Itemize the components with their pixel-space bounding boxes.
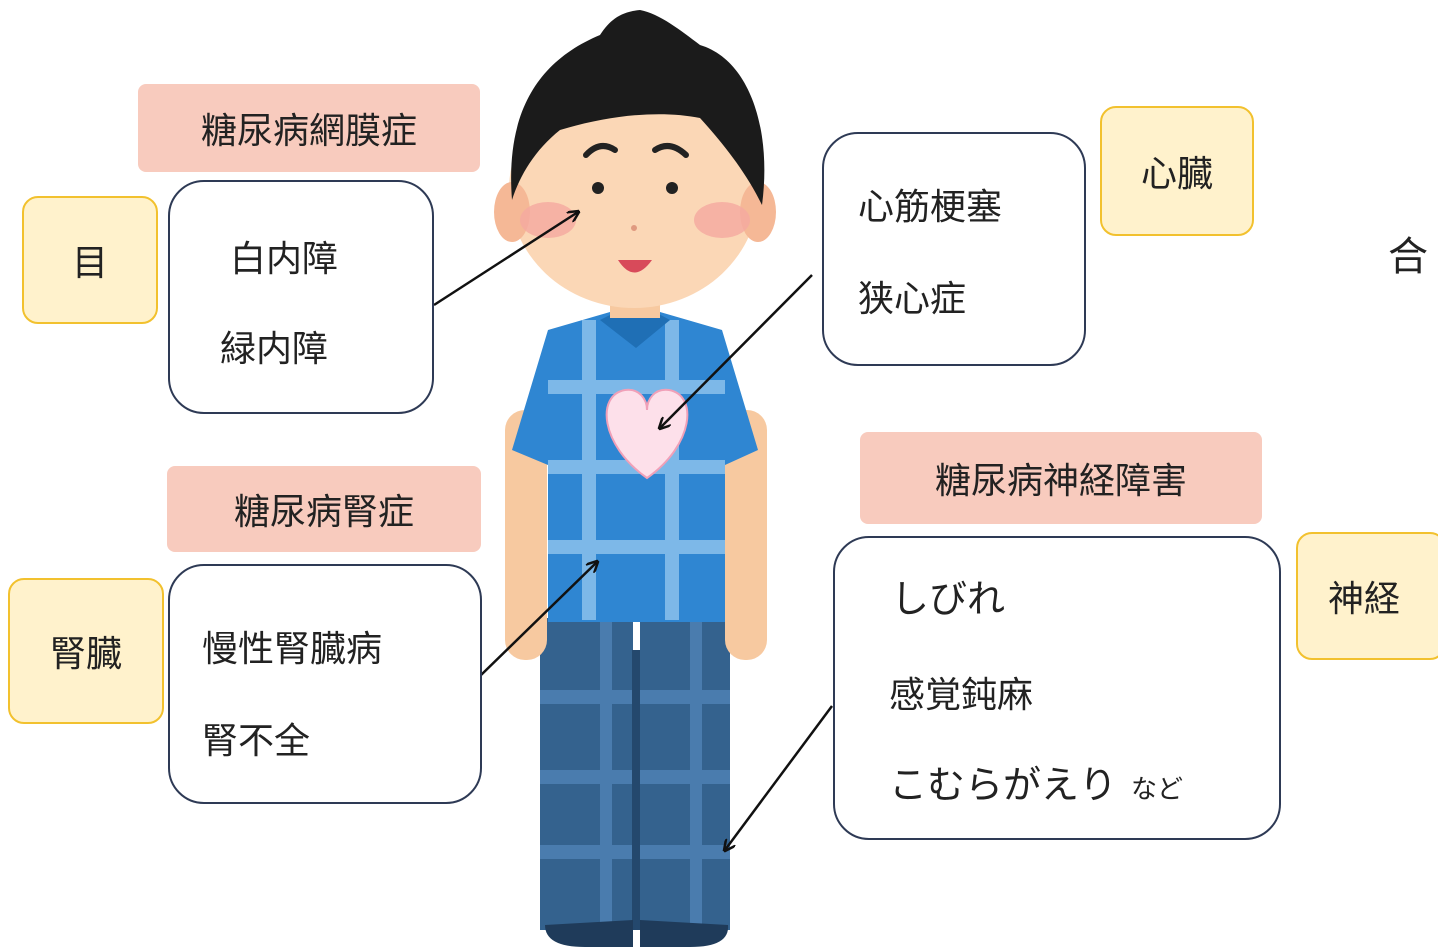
left-arm [505, 410, 547, 660]
disease-label-nephropathy: 糖尿病腎症 [167, 466, 481, 552]
nerve-arrow [725, 705, 834, 850]
condition-item: 緑内障 [220, 329, 329, 370]
organ-label-text: 心臓 [1140, 154, 1213, 195]
condition-item: 狭心症 [858, 279, 967, 320]
eye-arrow [433, 212, 578, 307]
organ-label-text: 目 [71, 243, 108, 284]
cutoff-text: 合 [1388, 224, 1438, 282]
hair [511, 10, 765, 205]
right-arm [725, 410, 767, 660]
condition-item: 慢性腎臓病 [202, 629, 383, 670]
disease-label-text: 糖尿病網膜症 [200, 111, 417, 152]
heart-arrow [660, 274, 813, 428]
organ-label-eye: 目 [22, 196, 158, 324]
face [509, 72, 759, 308]
condition-item: 感覚鈍麻 [889, 675, 1034, 716]
heart-icon [605, 388, 689, 480]
organ-label-text: 神経 [1328, 579, 1401, 620]
heart-conditions-box: 心筋梗塞 狭心症 [822, 132, 1086, 366]
condition-item: しびれ [891, 577, 1006, 621]
kidney-conditions-box: 慢性腎臓病 腎不全 [168, 564, 482, 804]
organ-label-nerve: 神経 [1296, 532, 1438, 660]
cutoff-char: 合 [1388, 234, 1428, 280]
pants [540, 618, 730, 930]
right-shoe [640, 920, 729, 947]
disease-label-text: 糖尿病神経障害 [934, 461, 1187, 502]
condition-item: 心筋梗塞 [858, 187, 1003, 228]
organ-label-kidney: 腎臓 [8, 578, 164, 724]
organ-label-heart: 心臓 [1100, 106, 1254, 236]
condition-item: 腎不全 [202, 721, 311, 762]
condition-item-with-suffix: こむらがえりなど [889, 754, 1183, 809]
condition-item: 白内障 [230, 239, 339, 280]
condition-item-text: こむらがえり [889, 763, 1118, 807]
nerve-conditions-box: しびれ 感覚鈍麻 こむらがえりなど [833, 536, 1281, 840]
eye-conditions-box: 白内障 緑内障 [168, 180, 434, 414]
disease-label-text: 糖尿病腎症 [233, 492, 414, 533]
disease-label-retinopathy: 糖尿病網膜症 [138, 84, 480, 172]
left-shoe [545, 920, 633, 947]
kidney-arrow [479, 562, 597, 677]
etc-suffix: など [1131, 775, 1184, 805]
organ-label-text: 腎臓 [49, 634, 122, 675]
disease-label-neuropathy: 糖尿病神経障害 [860, 432, 1262, 524]
